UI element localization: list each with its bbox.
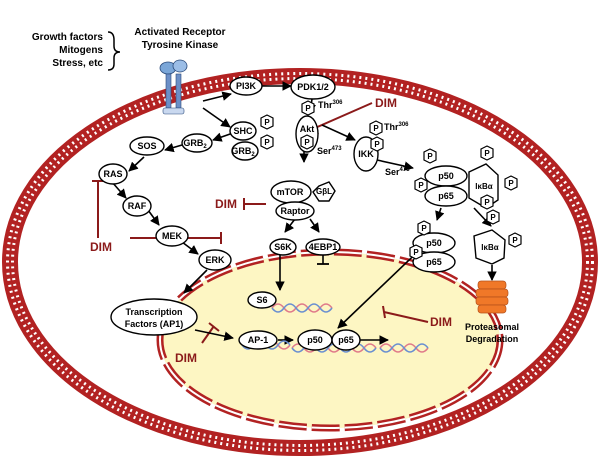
ikba-free-i: I (481, 243, 483, 252)
label-tf-line1: Transcription (125, 307, 182, 317)
label-raf: RAF (128, 201, 147, 211)
ser473-akt: Ser473 (317, 146, 342, 156)
ser473-ikk: Ser473 (385, 167, 410, 177)
label-p65-free: p65 (426, 257, 442, 267)
label-p50-complex: p50 (438, 171, 454, 181)
label-4ebp1: 4EBP1 (309, 242, 338, 252)
gbl-end: L (327, 187, 332, 196)
thr306-akt-sup: 306 (333, 100, 344, 106)
p-shc: P (264, 118, 270, 127)
gbl-main: G (316, 187, 322, 196)
thr306-ikk-sup: 306 (399, 122, 410, 128)
grb2-upper-sub: 2 (203, 144, 207, 150)
thr306-akt-main: Thr (318, 100, 333, 110)
label-sos: SOS (137, 141, 156, 151)
ser473-akt-sup: 473 (332, 146, 343, 152)
receptor-label-line1: Activated Receptor (134, 27, 225, 38)
p-complex-5: P (484, 198, 490, 207)
dim-label-nfkb: DIM (430, 315, 452, 329)
stimulus-mitogens: Mitogens (59, 45, 103, 56)
thr306-ikk-main: Thr (384, 122, 399, 132)
label-mtor: mTOR (277, 187, 304, 197)
p-ikk-bottom: P (374, 140, 380, 149)
label-p50-free: p50 (426, 238, 442, 248)
ikba-complex-i: I (475, 182, 477, 191)
dim-labels: DIM DIM DIM DIM DIM (90, 96, 452, 365)
grb2-upper-main: GRB (183, 138, 204, 148)
receptor-label-line2: Tyrosine Kinase (142, 40, 219, 51)
p-ikba-2: P (512, 236, 518, 245)
node-shapes (98, 74, 506, 351)
label-p65-complex: p65 (438, 191, 454, 201)
phosphate-icon (260, 100, 522, 260)
proteasome-label: Proteasomal Degradation (465, 322, 519, 344)
label-p65-nuclear: p65 (338, 335, 354, 345)
label-raptor: Raptor (281, 206, 310, 216)
ikba-free-b: B (488, 243, 494, 252)
thr306-akt: Thr306 (318, 100, 343, 110)
p-ikba-1: P (490, 213, 496, 222)
site-labels: Thr306 Ser473 Thr306 Ser473 (317, 100, 410, 177)
label-ikba-complex: IκBα (475, 182, 492, 191)
label-grb2-upper: GRB2 (183, 138, 207, 150)
receptor-label: Activated Receptor Tyrosine Kinase (134, 27, 225, 51)
node-labels: PI3K PDK1/2 Akt SHC GRB2 GRB2 SOS RAS RA… (103, 81, 498, 345)
dim-label-akt: DIM (375, 96, 397, 110)
label-ikba-free: IκBα (481, 243, 498, 252)
label-erk: ERK (205, 255, 225, 265)
p-grb2: P (264, 138, 270, 147)
ikba-free-kappa: κ (484, 243, 489, 252)
grb2-lower-sub: 2 (251, 152, 255, 158)
p-free-2: P (413, 248, 419, 257)
label-s6: S6 (256, 295, 267, 305)
thr306-ikk: Thr306 (384, 122, 409, 132)
p-complex-1: P (427, 152, 433, 161)
dim-label-ap1: DIM (175, 351, 197, 365)
dim-label-ras-erk: DIM (90, 240, 112, 254)
label-ap1: AP-1 (248, 335, 269, 345)
dim-label-mtor: DIM (215, 197, 237, 211)
ikba-free-alpha: α (494, 243, 499, 252)
p-akt-bottom: P (304, 138, 310, 147)
label-tf-line2: Factors (AP1) (125, 319, 184, 329)
proteasome-icon (475, 280, 509, 314)
label-p50-nuclear: p50 (307, 335, 323, 345)
stimuli-labels: Growth factors Mitogens Stress, etc (32, 32, 104, 69)
label-s6k: S6K (274, 242, 292, 252)
stimuli-brace (107, 31, 121, 71)
ikba-complex-kappa: κ (478, 182, 483, 191)
p-complex-4: P (508, 179, 514, 188)
ser473-ikk-main: Ser (385, 167, 400, 177)
ser473-ikk-sup: 473 (400, 167, 411, 173)
label-pdk: PDK1/2 (297, 82, 329, 92)
ikba-complex-b: B (482, 182, 488, 191)
p-akt-top: P (305, 104, 311, 113)
p-complex-2: P (418, 181, 424, 190)
label-pi3k: PI3K (236, 81, 257, 91)
receptor-icon (159, 59, 188, 115)
p-ikk-top: P (373, 124, 379, 133)
label-akt: Akt (300, 124, 315, 134)
proteasome-label-line2: Degradation (466, 334, 519, 344)
label-gbl: GβL (316, 187, 332, 196)
label-mek: MEK (162, 231, 183, 241)
label-ikk: IKK (358, 149, 374, 159)
ikba-complex-alpha: α (488, 182, 493, 191)
proteasome-label-line1: Proteasomal (465, 322, 519, 332)
gbl-beta: β (322, 187, 327, 196)
ser473-akt-main: Ser (317, 146, 332, 156)
grb2-lower-main: GRB (231, 146, 252, 156)
label-ras: RAS (103, 169, 122, 179)
phosphate-labels: P P P P P P P P P P P P P P P (264, 104, 518, 257)
stimulus-growth-factors: Growth factors (32, 32, 104, 43)
stimulus-stress: Stress, etc (52, 58, 103, 69)
p-free-1: P (421, 224, 427, 233)
label-grb2-lower: GRB2 (231, 146, 255, 158)
label-shc: SHC (233, 126, 253, 136)
p-complex-3: P (484, 149, 490, 158)
